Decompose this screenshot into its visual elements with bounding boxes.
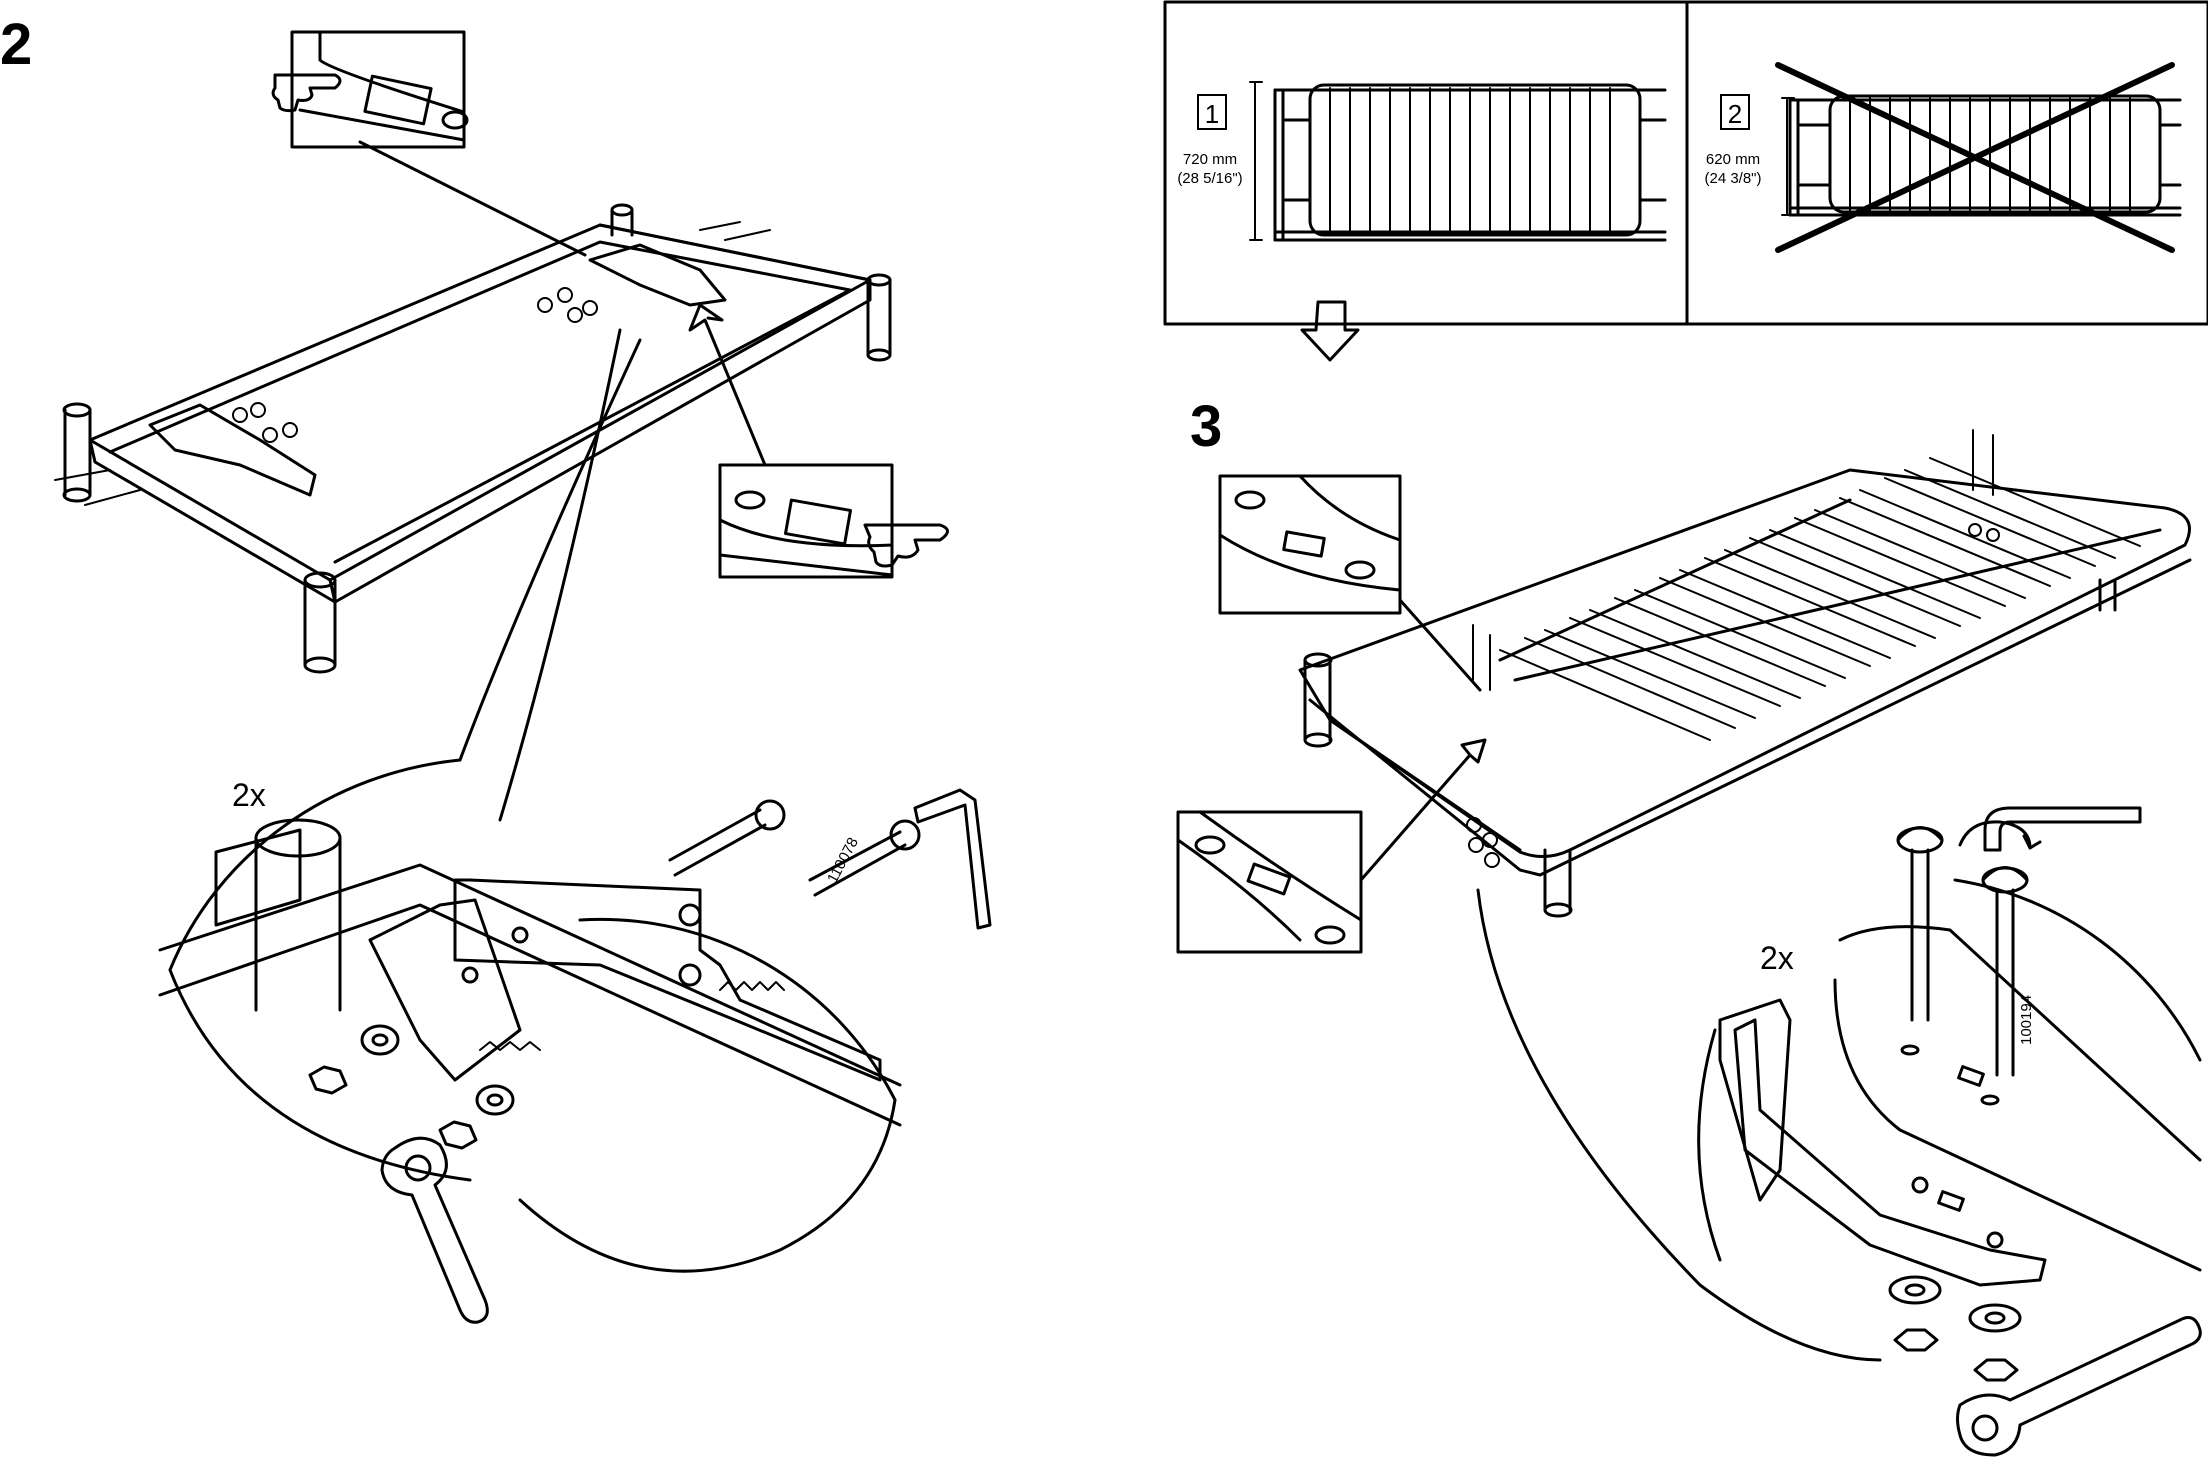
bolt	[668, 808, 767, 877]
step3-quantity: 2x	[1760, 940, 1794, 976]
washer	[1466, 523, 2000, 868]
hinge-fitting	[588, 243, 727, 307]
step2-quantity: 2x	[232, 777, 266, 813]
hex-nut	[308, 1065, 348, 1095]
spring	[719, 981, 785, 991]
hex-key-icon	[913, 788, 992, 930]
frame-leg	[1303, 652, 1333, 748]
bolt	[1981, 866, 2029, 1077]
step-number-3: 3	[1190, 394, 1223, 459]
option-1-number: 1	[1197, 94, 1227, 130]
compare-panel	[1163, 0, 2208, 326]
step-number-2: 2	[0, 12, 33, 77]
pointing-hand-icon	[271, 73, 342, 113]
hinge-fitting	[148, 403, 317, 497]
washer	[360, 1024, 400, 1056]
step3-zoom-detail	[1476, 806, 2202, 1457]
rotate-arrow-icon	[1958, 820, 2042, 850]
step3-callout-lower	[1176, 738, 1487, 954]
screw	[1472, 429, 1994, 691]
slat-frame-720	[1249, 81, 1667, 242]
option-2-dimensions: 620 mm (24 3/8")	[1693, 150, 1773, 188]
hex-nut	[1973, 1358, 2019, 1382]
hex-nut	[1893, 1328, 1939, 1352]
screw	[54, 221, 771, 506]
wrench-icon	[1956, 1316, 2202, 1457]
wrench-icon	[380, 1136, 489, 1324]
cross-out-icon	[1775, 62, 2175, 253]
step2-callout-label1	[688, 303, 949, 579]
slat-frame-620	[1775, 62, 2182, 253]
step2-bed-frame	[54, 203, 892, 674]
bolt	[1896, 826, 1944, 1022]
washer	[475, 1084, 515, 1116]
option-1-dimensions: 720 mm (28 5/16")	[1170, 150, 1250, 188]
frame-leg	[2098, 578, 2117, 612]
washer	[1888, 1275, 1942, 1305]
spring	[479, 1041, 541, 1051]
option-2-imperial: (24 3/8")	[1704, 170, 1762, 187]
step2-zoom-detail	[158, 328, 992, 1324]
option-2-number: 2	[1720, 94, 1750, 130]
hex-key-icon	[1983, 806, 2142, 852]
bolt	[808, 830, 907, 897]
frame-leg	[866, 273, 892, 362]
option-2-metric: 620 mm	[1705, 151, 1761, 168]
slats	[1499, 457, 2141, 741]
frame-leg	[62, 402, 92, 503]
washer	[1968, 1303, 2022, 1333]
hex-nut	[438, 1120, 478, 1150]
step3-bed-frame	[1298, 429, 2192, 918]
step3-callout-upper	[1218, 474, 1482, 692]
frame-leg	[1543, 848, 1573, 918]
frame-leg	[610, 203, 634, 237]
step2-callout-label2	[271, 30, 587, 257]
option-1-imperial: (28 5/16")	[1177, 170, 1243, 187]
pointing-hand-icon	[863, 523, 949, 568]
down-arrow-icon	[1300, 300, 1360, 362]
washer	[232, 287, 598, 443]
option-1-metric: 720 mm	[1182, 151, 1238, 168]
step3-part-number: 100194	[2018, 994, 2035, 1045]
frame-leg	[303, 571, 337, 674]
